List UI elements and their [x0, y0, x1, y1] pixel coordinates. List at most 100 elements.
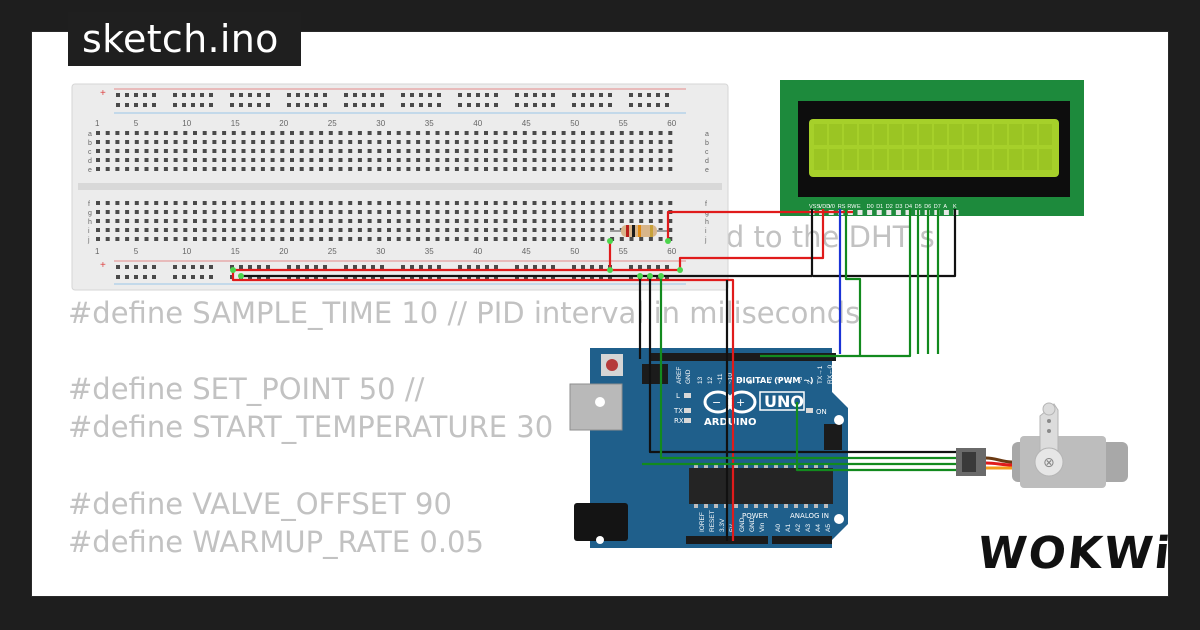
- servo-motor[interactable]: ⊗: [956, 402, 1128, 488]
- breadboard-hole: [367, 158, 372, 162]
- lcd-pin[interactable]: [943, 210, 949, 215]
- lcd-pin[interactable]: [934, 210, 940, 215]
- breadboard-hole: [173, 228, 178, 232]
- wire-green-d4[interactable]: [760, 209, 912, 358]
- wire-red-arduino[interactable]: [231, 270, 735, 541]
- wire-red-v0[interactable]: [666, 210, 853, 241]
- breadboard-holes: [96, 93, 673, 279]
- breadboard-center-channel: [78, 183, 722, 190]
- breadboard-hole: [522, 149, 527, 153]
- lcd-pin[interactable]: [876, 210, 882, 215]
- wire-black-servo[interactable]: [648, 276, 956, 454]
- reset-button[interactable]: [606, 359, 618, 371]
- breadboard-row-label: g: [705, 210, 709, 217]
- breadboard-hole: [202, 149, 207, 153]
- breadboard-hole: [299, 140, 304, 144]
- breadboard-hole: [202, 228, 207, 232]
- wire-green-signal[interactable]: [795, 402, 956, 472]
- breadboard-hole: [328, 158, 333, 162]
- resistor[interactable]: [610, 225, 668, 237]
- rail-hole: [173, 275, 177, 279]
- breadboard-column-label: 30: [376, 247, 385, 256]
- lcd-pin[interactable]: [886, 210, 892, 215]
- breadboard-hole: [241, 140, 246, 144]
- breadboard-hole: [338, 131, 343, 135]
- breadboard-hole: [445, 201, 450, 205]
- servo-horn-hole: [1047, 419, 1051, 423]
- breadboard-hole: [474, 237, 479, 241]
- breadboard-hole: [425, 158, 430, 162]
- breadboard-hole: [590, 219, 595, 223]
- breadboard-hole: [484, 131, 488, 135]
- rail-hole: [305, 265, 309, 269]
- lcd-cell: [979, 149, 992, 170]
- chip-pin: [784, 504, 788, 508]
- breadboard-column-label: 30: [376, 119, 385, 128]
- lcd-cell: [874, 124, 887, 145]
- rail-plus-symbol: +: [100, 88, 106, 99]
- breadboard-hole: [309, 201, 314, 205]
- wire-red-5v[interactable]: [233, 209, 825, 272]
- digital-pin-label: ~9: [737, 376, 744, 384]
- rail-hole: [629, 103, 633, 107]
- breadboard-hole: [435, 228, 440, 232]
- wire-green-e[interactable]: [844, 209, 862, 356]
- breadboard-hole: [154, 228, 159, 232]
- breadboard-hole: [600, 158, 605, 162]
- breadboard-column-label: 10: [182, 119, 191, 128]
- chip-pin: [794, 504, 798, 508]
- lcd-pin-label: VDD: [819, 204, 831, 210]
- servo-wire-brown: [985, 456, 1013, 464]
- breadboard[interactable]: + + 115510101515202025253030353540404545…: [71, 83, 729, 291]
- breadboard-hole: [377, 140, 382, 144]
- wires: [230, 209, 957, 541]
- rail-hole: [371, 103, 375, 107]
- breadboard-hole: [260, 140, 265, 144]
- lcd-pin[interactable]: [857, 210, 863, 215]
- lcd-cell: [994, 124, 1007, 145]
- breadboard-hole: [503, 201, 508, 205]
- breadboard-hole: [561, 201, 566, 205]
- wire-green-servo[interactable]: [659, 276, 956, 460]
- breadboard-hole: [648, 140, 653, 144]
- power-pin-label: 3.3V: [719, 518, 726, 532]
- breadboard-hole: [532, 210, 537, 214]
- breadboard-hole: [581, 237, 585, 241]
- breadboard-hole: [590, 158, 595, 162]
- breadboard-hole: [629, 210, 634, 214]
- breadboard-hole: [377, 237, 382, 241]
- lcd-cell: [904, 149, 917, 170]
- lcd-pin[interactable]: [867, 210, 873, 215]
- rail-hole: [239, 93, 243, 97]
- breadboard-hole: [280, 131, 285, 135]
- breadboard-hole: [202, 201, 207, 205]
- rail-hole: [533, 103, 537, 107]
- breadboard-hole: [416, 228, 421, 232]
- breadboard-hole: [571, 140, 576, 144]
- arduino-model-label: UNO: [764, 392, 804, 411]
- breadboard-hole: [154, 237, 159, 241]
- breadboard-hole: [96, 140, 100, 144]
- breadboard-hole: [377, 131, 382, 135]
- servo-screw-icon: ⊗: [1043, 455, 1055, 471]
- breadboard-hole: [163, 219, 168, 223]
- rail-hole: [371, 265, 375, 269]
- aref-label: AREF: [676, 367, 683, 384]
- breadboard-hole: [251, 228, 256, 232]
- rail-hole: [305, 93, 309, 97]
- breadboard-hole: [134, 228, 139, 232]
- breadboard-hole: [454, 219, 459, 223]
- lcd-pin[interactable]: [905, 210, 911, 215]
- breadboard-hole: [328, 131, 333, 135]
- breadboard-hole: [474, 167, 479, 171]
- breadboard-hole: [193, 219, 197, 223]
- lcd-pin[interactable]: [895, 210, 901, 215]
- rail-hole: [125, 275, 129, 279]
- wire-black-k[interactable]: [813, 209, 957, 278]
- wire-black-gnd[interactable]: [241, 209, 814, 278]
- breadboard-hole: [270, 228, 275, 232]
- breadboard-hole: [241, 131, 246, 135]
